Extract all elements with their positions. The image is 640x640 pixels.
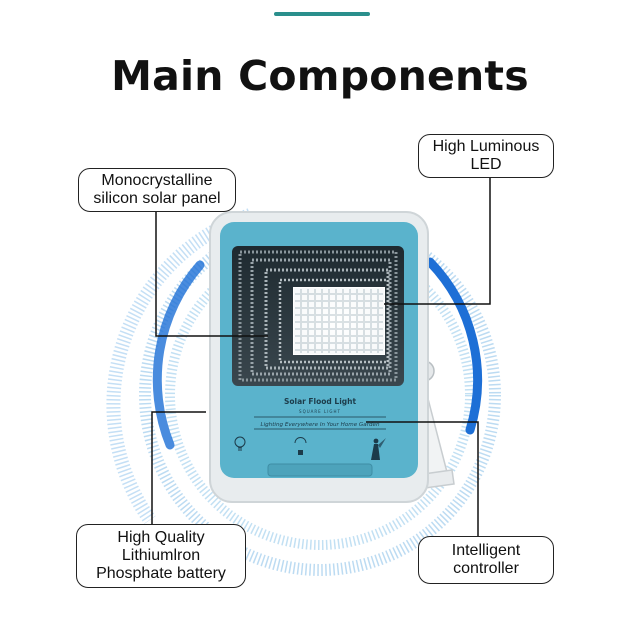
product-label-sub: SQUARE LIGHT [299, 409, 341, 414]
callout-led: High Luminous LED [418, 134, 554, 178]
callout-solar-panel-line1: Monocrystalline [101, 172, 213, 189]
leader-lines [151, 178, 491, 536]
callout-battery-line1: High Quality [117, 529, 205, 546]
callout-solar-panel-line2: silicon solar panel [93, 190, 221, 207]
callout-led-line1: High Luminous [432, 138, 540, 155]
callout-battery-line2: Lithiumlron [121, 547, 201, 564]
fairy-icon [371, 438, 386, 460]
callout-controller-line1: Intelligent [451, 542, 521, 559]
accent-bar [274, 12, 370, 16]
callout-led-line2: LED [470, 156, 502, 173]
callout-controller-line2: controller [453, 560, 519, 577]
callout-battery: High Quality Lithiumlron Phosphate batte… [76, 524, 246, 588]
battery-compartment [267, 463, 373, 477]
callout-battery-line3: Phosphate battery [96, 565, 226, 582]
product-label-title: Solar Flood Light [284, 397, 357, 406]
callout-solar-panel: Monocrystalline silicon solar panel [78, 168, 236, 212]
bulb-icon [234, 436, 246, 451]
sensor-icon [294, 437, 307, 455]
product-slogan: Lighting Everywhere In Your Home Garden [260, 422, 380, 428]
callout-controller: Intelligent controller [418, 536, 554, 584]
page-title: Main Components [111, 52, 529, 100]
